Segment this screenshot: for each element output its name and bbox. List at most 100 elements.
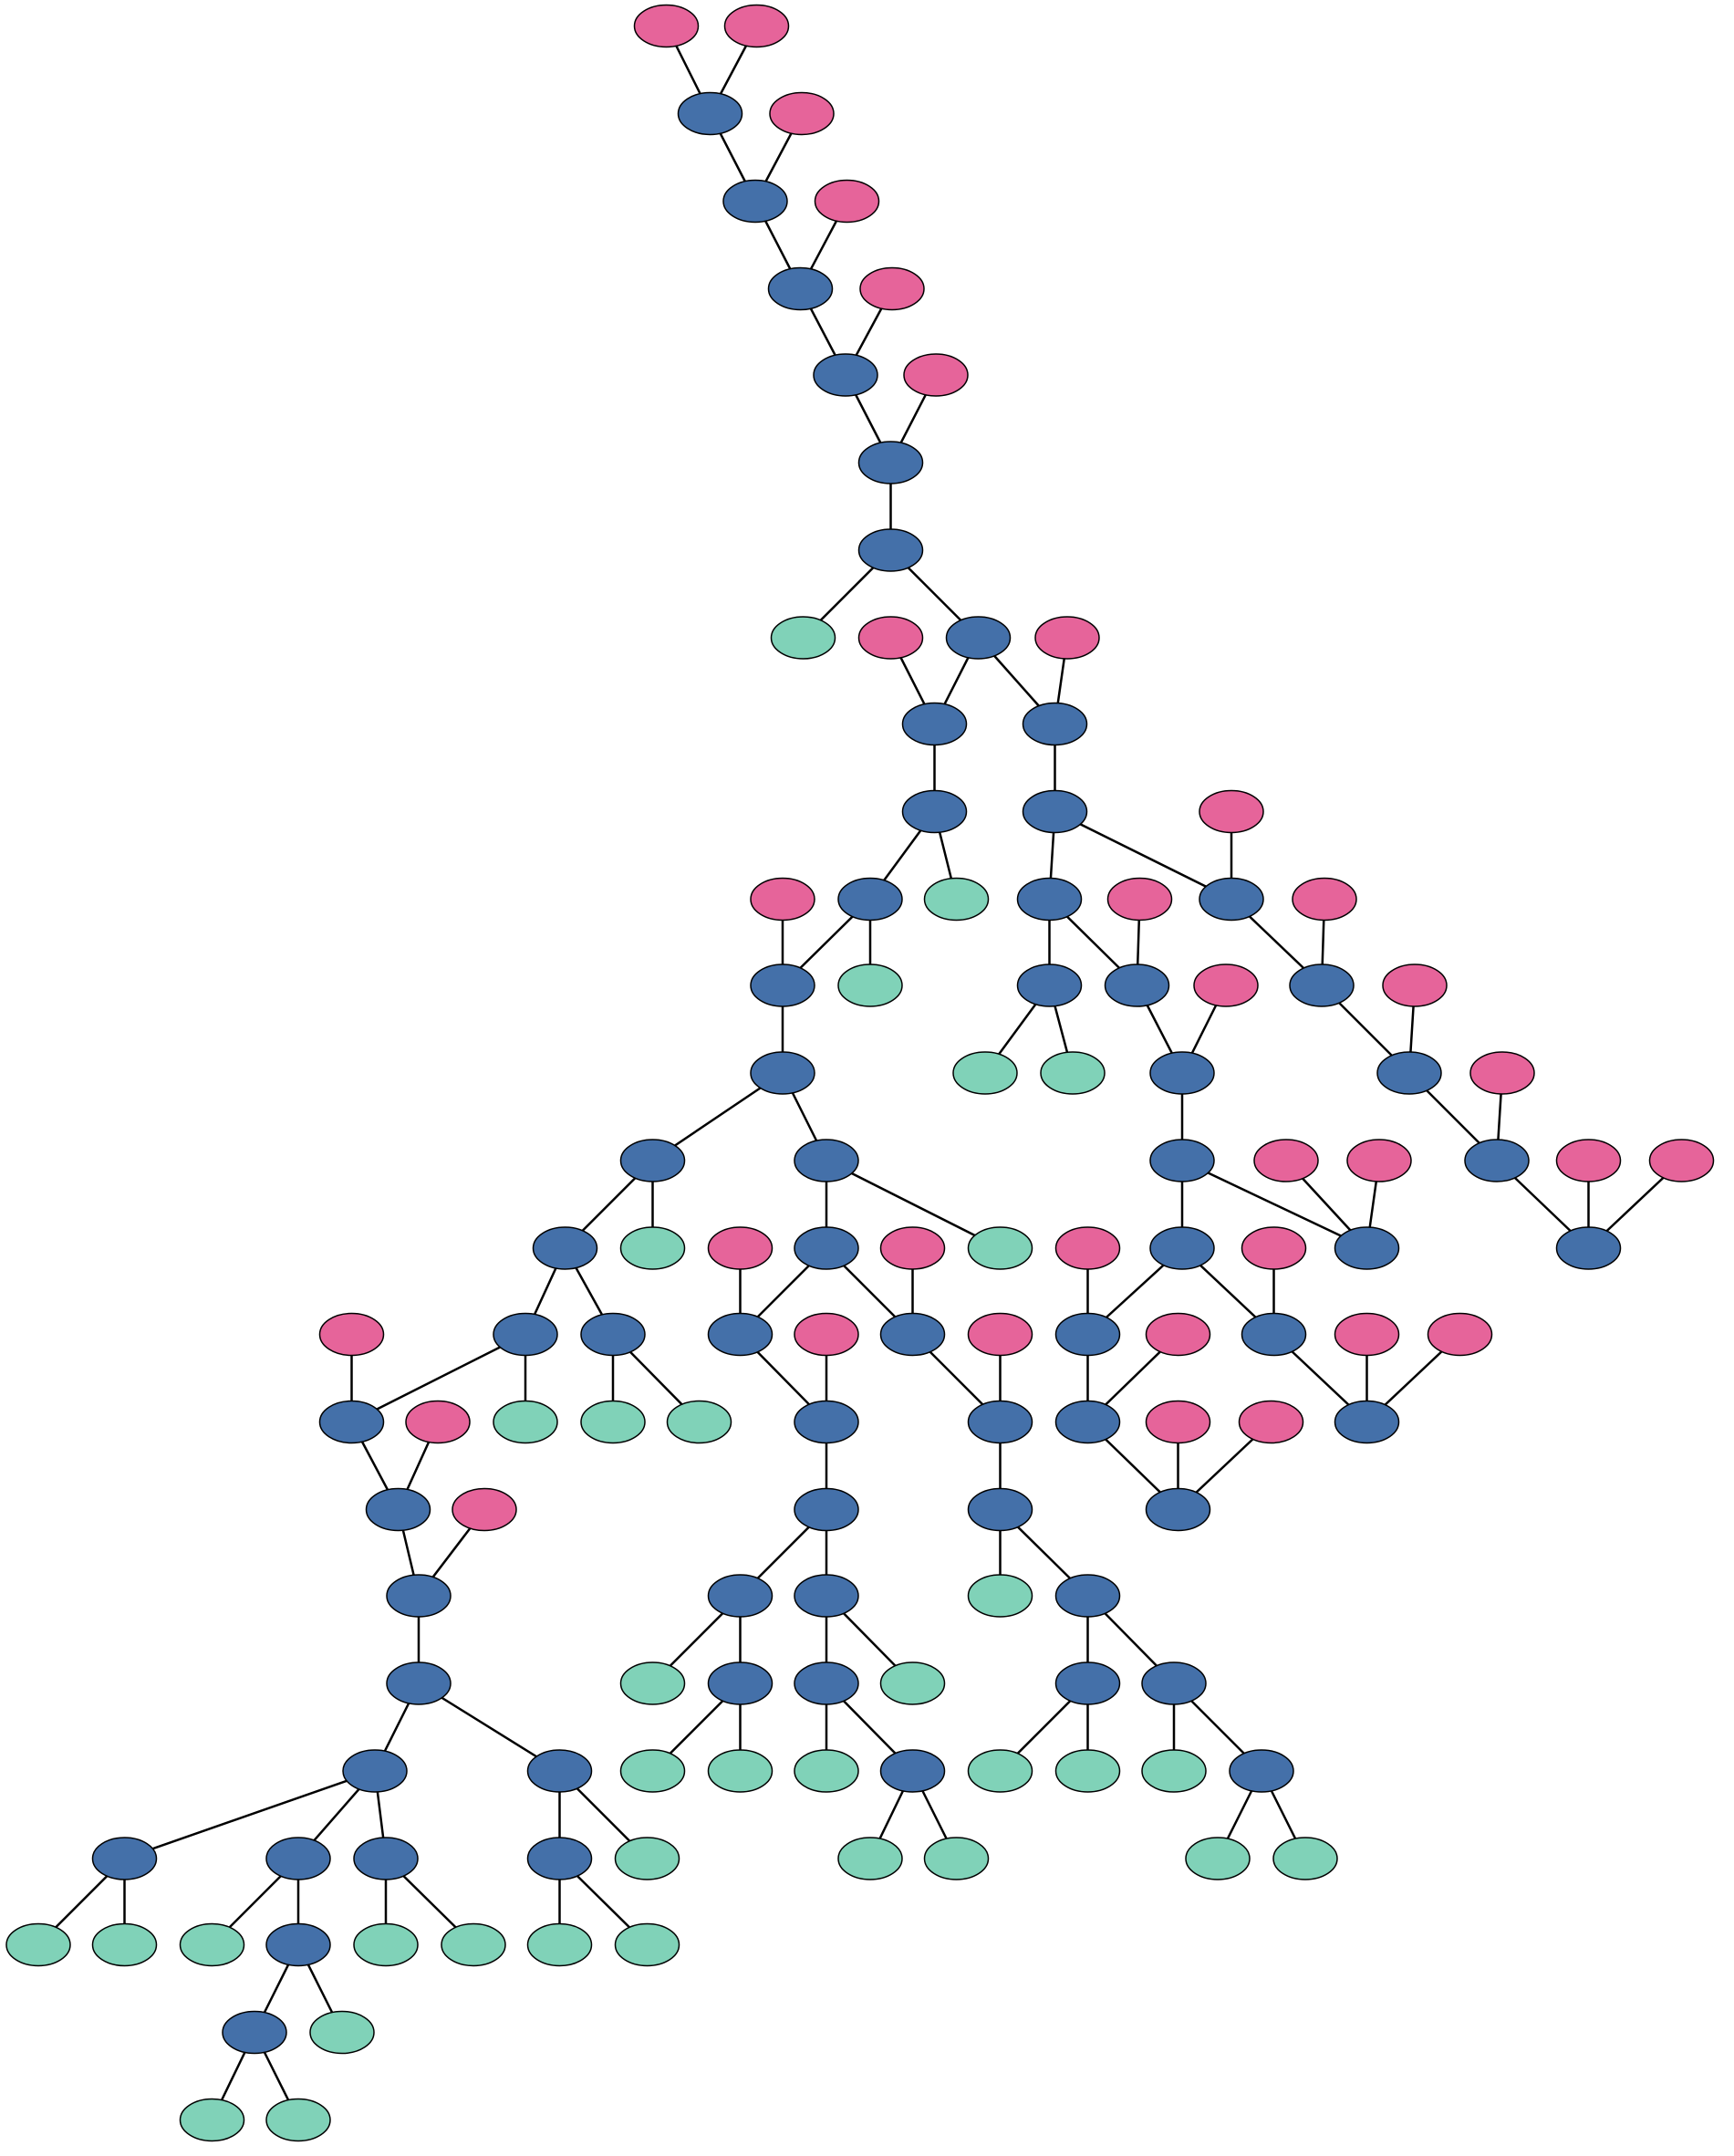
internal-node xyxy=(794,1226,859,1270)
pink-leaf-node xyxy=(1238,1400,1304,1444)
internal-node xyxy=(1229,1749,1294,1793)
mint-leaf-node xyxy=(493,1400,558,1444)
pink-leaf-node xyxy=(723,4,790,48)
internal-node xyxy=(901,702,968,746)
internal-node xyxy=(1054,1574,1121,1618)
internal-node xyxy=(794,1574,859,1618)
internal-node xyxy=(1054,1312,1121,1357)
internal-node xyxy=(1149,1051,1215,1095)
internal-node xyxy=(1334,1400,1400,1444)
internal-node xyxy=(1016,877,1083,922)
internal-node xyxy=(707,1312,774,1357)
edge-b15-m19 xyxy=(825,1159,1002,1250)
internal-node xyxy=(222,2010,287,2055)
pink-leaf-node xyxy=(1346,1139,1412,1182)
pink-leaf-node xyxy=(1382,963,1448,1007)
internal-node xyxy=(677,91,743,136)
internal-node xyxy=(794,1400,859,1444)
mint-leaf-node xyxy=(1054,1749,1121,1793)
internal-node xyxy=(1241,1312,1307,1357)
mint-leaf-node xyxy=(91,1922,158,1967)
pink-leaf-node xyxy=(879,1226,946,1270)
pink-leaf-node xyxy=(633,4,700,48)
internal-node xyxy=(580,1312,646,1357)
pink-leaf-node xyxy=(903,353,969,397)
internal-node xyxy=(1022,702,1088,746)
internal-node xyxy=(857,528,924,572)
internal-node xyxy=(967,1487,1033,1532)
internal-node xyxy=(1289,963,1355,1007)
pink-leaf-node xyxy=(1199,789,1264,834)
mint-leaf-node xyxy=(179,1922,245,1967)
internal-node xyxy=(1145,1487,1211,1532)
internal-node xyxy=(265,1837,331,1880)
internal-node xyxy=(857,441,924,484)
internal-node xyxy=(879,1749,946,1793)
mint-leaf-node xyxy=(967,1574,1033,1618)
internal-node xyxy=(707,1661,774,1705)
pink-leaf-node xyxy=(1427,1312,1493,1357)
internal-node xyxy=(1464,1139,1530,1182)
internal-node xyxy=(1104,963,1170,1007)
mint-leaf-node xyxy=(1141,1749,1207,1793)
pink-leaf-node xyxy=(794,1312,859,1357)
internal-node xyxy=(91,1837,158,1880)
internal-node xyxy=(1376,1051,1442,1095)
mint-leaf-node xyxy=(1272,1837,1338,1880)
internal-node xyxy=(794,1487,859,1532)
mint-leaf-node xyxy=(666,1400,732,1444)
internal-node xyxy=(945,616,1012,660)
internal-node xyxy=(386,1574,452,1618)
pink-leaf-node xyxy=(814,179,880,224)
mint-leaf-node xyxy=(967,1226,1033,1270)
mint-leaf-node xyxy=(526,1922,593,1967)
internal-node xyxy=(265,1922,331,1967)
pink-leaf-node xyxy=(1145,1400,1211,1444)
internal-node xyxy=(1022,789,1088,834)
internal-node xyxy=(1016,963,1083,1007)
pink-leaf-node xyxy=(967,1312,1033,1357)
pink-leaf-node xyxy=(1648,1139,1715,1182)
mint-leaf-node xyxy=(309,2010,375,2055)
internal-node xyxy=(1555,1226,1622,1270)
mint-leaf-node xyxy=(619,1661,686,1705)
internal-node xyxy=(879,1312,946,1357)
mint-leaf-node xyxy=(707,1749,774,1793)
pink-leaf-node xyxy=(1334,1312,1400,1357)
internal-node xyxy=(386,1661,452,1705)
pink-leaf-node xyxy=(857,616,924,660)
mint-leaf-node xyxy=(837,963,903,1007)
pink-leaf-node xyxy=(1292,877,1357,922)
internal-node xyxy=(1149,1139,1215,1182)
mint-leaf-node xyxy=(837,1837,903,1880)
internal-node xyxy=(813,353,878,397)
edge-b53-b54 xyxy=(1181,1159,1368,1250)
pink-leaf-node xyxy=(1469,1051,1535,1095)
pink-leaf-node xyxy=(318,1312,385,1357)
mint-leaf-node xyxy=(619,1749,686,1793)
internal-node xyxy=(342,1749,408,1793)
internal-node xyxy=(750,963,815,1007)
edge-b23-b25 xyxy=(124,1769,376,1860)
internal-node xyxy=(1054,1661,1121,1705)
mint-leaf-node xyxy=(614,1922,680,1967)
internal-node xyxy=(1199,877,1264,922)
internal-node xyxy=(750,1051,815,1095)
pink-leaf-node xyxy=(859,266,925,311)
mint-leaf-node xyxy=(967,1749,1033,1793)
internal-node xyxy=(767,266,834,311)
mint-leaf-node xyxy=(265,2098,331,2142)
edge-b47-b48 xyxy=(1054,810,1232,901)
internal-node xyxy=(901,789,968,834)
pink-leaf-node xyxy=(1253,1139,1319,1182)
internal-node xyxy=(707,1574,774,1618)
pink-leaf-node xyxy=(1034,616,1100,660)
internal-node xyxy=(722,179,788,224)
internal-node xyxy=(837,877,903,922)
internal-node xyxy=(532,1226,598,1270)
internal-node xyxy=(1149,1226,1215,1270)
pink-leaf-node xyxy=(769,91,835,136)
graph-nodes xyxy=(5,4,1715,2142)
pink-leaf-node xyxy=(707,1226,774,1270)
mint-leaf-node xyxy=(441,1922,506,1967)
